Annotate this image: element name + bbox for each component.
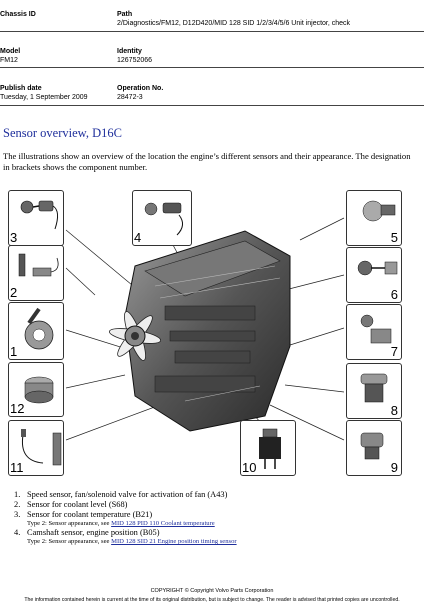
sensor-panel-4: 4: [132, 190, 192, 246]
panel-number: 3: [10, 230, 18, 245]
panel-number: 12: [10, 401, 25, 416]
coolant-level-sensor-icon: [18, 253, 59, 277]
coolant-temperature-link[interactable]: MID 128 PID 110 Coolant temperature: [111, 520, 215, 527]
sensor-panel-7: 7: [346, 304, 402, 360]
chassis-id: Chassis ID: [0, 10, 36, 19]
list-item: 1.Speed sensor, fan/solenoid valve for a…: [14, 490, 228, 499]
sensor-panel-10: 10: [240, 420, 296, 476]
sensor-panel-8: 8: [346, 363, 402, 419]
sensor-icon: [21, 429, 62, 466]
sensor-icon: [360, 373, 388, 403]
header-divider: [0, 67, 424, 68]
panel-number: 2: [10, 285, 18, 300]
sensor-icon: [360, 314, 392, 344]
identity: Identity 126752066: [117, 47, 152, 65]
model: Model FM12: [0, 47, 20, 65]
operation-no: Operation No. 28472-3: [117, 84, 163, 102]
sensor-panel-2: 2: [8, 245, 64, 301]
fan-icon: [108, 311, 162, 361]
operation-no-value: 28472-3: [117, 94, 143, 101]
panel-number: 8: [390, 403, 398, 418]
sensor-panel-12: 12: [8, 362, 64, 417]
publish-date-label: Publish date: [0, 85, 42, 92]
intro-text: The illustrations show an overview of th…: [3, 151, 411, 172]
panel-number: 1: [10, 344, 18, 359]
identity-value: 126752066: [117, 57, 153, 64]
publish-date: Publish date Tuesday, 1 September 2009: [0, 84, 88, 102]
chassis-id-label: Chassis ID: [0, 11, 36, 18]
engine-position-timing-sensor-link[interactable]: MID 128 SID 21 Engine position timing se…: [111, 538, 237, 545]
sensor-panel-5: 5: [346, 190, 402, 246]
header-divider: [0, 105, 424, 106]
panel-number: 9: [390, 460, 398, 475]
model-label: Model: [0, 48, 21, 55]
list-item: 2.Sensor for coolant level (S68): [14, 500, 128, 509]
path-label: Path: [117, 11, 133, 18]
path: Path 2/Diagnostics/FM12, D12D420/MID 128…: [117, 10, 350, 28]
engine-illustration: [108, 230, 291, 432]
coolant-temp-sensor-icon: [20, 200, 59, 230]
model-value: FM12: [0, 57, 18, 64]
panel-number: 5: [390, 230, 398, 245]
sensor-panel-11: 11: [8, 420, 64, 476]
sensor-icon: [360, 432, 384, 460]
disclaimer: The information contained herein is curr…: [24, 597, 400, 603]
panel-number: 4: [134, 230, 142, 245]
panel-number: 6: [390, 287, 398, 302]
page-title: Sensor overview, D16C: [3, 126, 122, 140]
list-item: 3.Sensor for coolant temperature (B21) T…: [14, 510, 215, 527]
list-item: 4.Camshaft sensor, engine position (B05)…: [14, 528, 237, 545]
copyright: COPYRIGHT © Copyright Volvo Parts Corpor…: [150, 588, 274, 594]
sensor-icon: [259, 428, 281, 469]
panel-number: 11: [10, 460, 24, 475]
path-value: 2/Diagnostics/FM12, D12D420/MID 128 SID …: [117, 20, 351, 27]
sensor-icon: [24, 376, 54, 404]
sensor-list: 1.Speed sensor, fan/solenoid valve for a…: [14, 490, 414, 546]
panel-number: 10: [242, 460, 257, 475]
header-divider: [0, 31, 424, 32]
operation-no-label: Operation No.: [117, 85, 164, 92]
publish-date-value: Tuesday, 1 September 2009: [0, 94, 88, 101]
identity-label: Identity: [117, 48, 142, 55]
sensor-panel-1: 1: [8, 302, 64, 360]
sensor-icon: [357, 260, 398, 276]
sensor-panel-6: 6: [346, 247, 402, 303]
camshaft-sensor-icon: [144, 202, 183, 236]
fan-speed-sensor-icon: [24, 307, 54, 350]
sensor-panel-9: 9: [346, 420, 402, 476]
panel-number: 7: [390, 344, 398, 359]
sensor-panel-3: 3: [8, 190, 64, 246]
sensor-icon: [362, 200, 396, 222]
